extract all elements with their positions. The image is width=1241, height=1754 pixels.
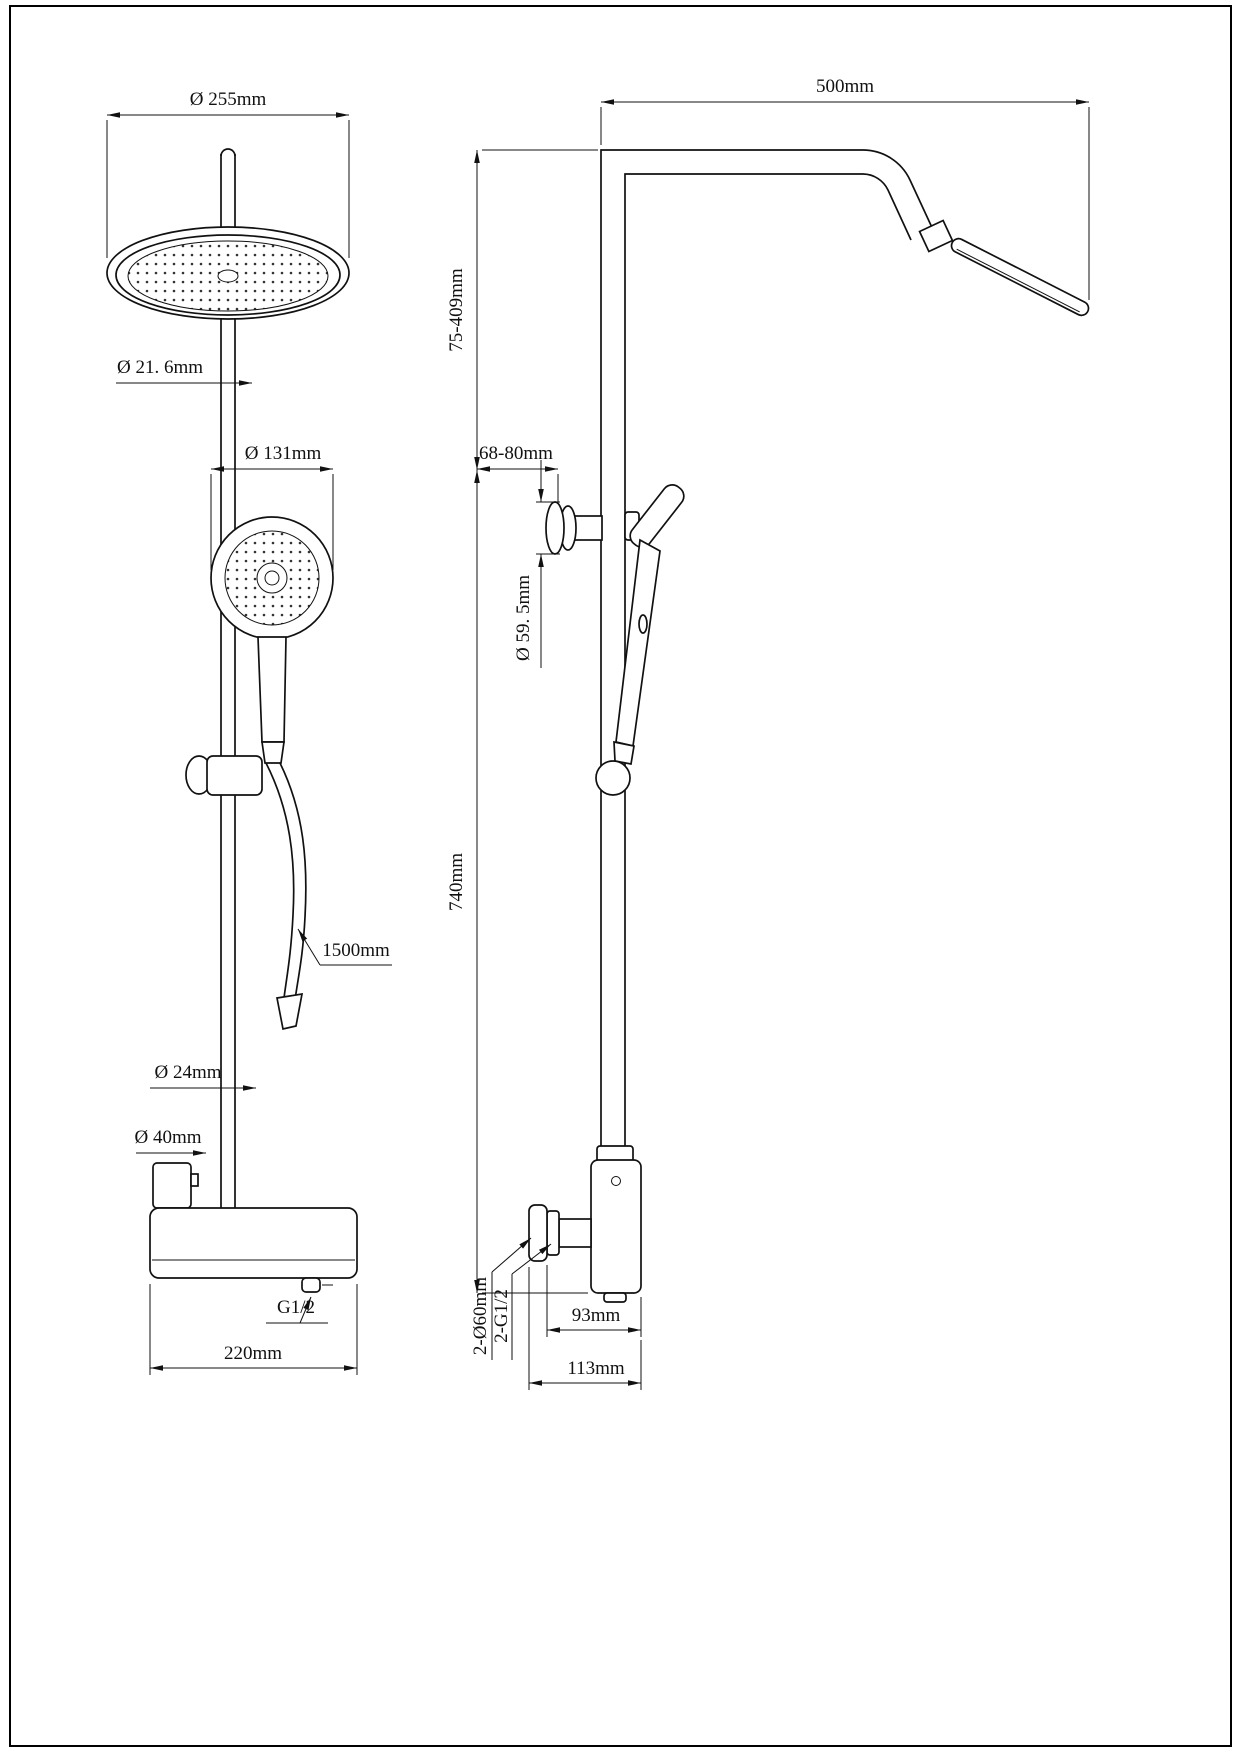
dim-arm-length: 500mm <box>600 76 1090 300</box>
hand-shower-side <box>613 484 685 765</box>
dim-label-hand-shower-diameter: Ø 131mm <box>245 443 322 464</box>
valve-knob-side <box>528 1204 592 1262</box>
side-view: 500mm 75-409mm 740mm 68-80mm <box>446 76 1090 1390</box>
hanger-ring-side <box>595 760 631 796</box>
dim-wall-distance: 68-80mm <box>477 443 559 502</box>
dim-label-pipe-diameter: Ø 21. 6mm <box>117 357 203 378</box>
shower-hose-front <box>265 762 307 1031</box>
dim-hose-length: 1500mm <box>297 928 392 966</box>
column-pipe-side <box>600 149 936 1150</box>
dim-label-bracket-diameter: Ø 59. 5mm <box>513 575 534 661</box>
dim-label-inlet-diameter: 2-Ø60mm <box>470 1277 491 1355</box>
dim-column-length: 740mm <box>446 470 588 1294</box>
dim-inlet-diameter: 2-Ø60mm <box>470 1237 532 1360</box>
wall-bracket-side <box>545 501 603 555</box>
dim-body-width: 220mm <box>149 1284 358 1375</box>
dim-head-height-range: 75-409mm <box>446 149 598 470</box>
dim-pipe-diameter: Ø 21. 6mm <box>116 357 252 386</box>
dim-label-inlet-thread: 2-G1/2 <box>491 1289 512 1343</box>
dim-label-head-diameter: Ø 255mm <box>190 89 267 110</box>
slider-clamp-front <box>185 755 263 796</box>
dim-label-valve-offset: 93mm <box>572 1305 621 1326</box>
dim-label-riser-diameter: Ø 24mm <box>154 1062 221 1083</box>
dim-head-diameter: Ø 255mm <box>106 89 350 258</box>
front-view: Ø 255mm Ø 21. 6mm Ø 131mm <box>106 89 392 1375</box>
dim-label-arm-length: 500mm <box>816 76 874 97</box>
dim-label-body-depth: 113mm <box>567 1358 625 1379</box>
dim-outlet-thread: G1/2 <box>266 1296 328 1324</box>
dim-label-hose-length: 1500mm <box>322 940 390 961</box>
dim-label-body-width: 220mm <box>224 1343 282 1364</box>
dim-hand-shower-diameter: Ø 131mm <box>210 443 334 570</box>
dim-label-outlet-thread: G1/2 <box>277 1297 315 1318</box>
dim-inlet-thread: 2-G1/2 <box>491 1243 552 1360</box>
hand-shower-front <box>210 516 334 764</box>
dim-label-wall-distance: 68-80mm <box>479 443 553 464</box>
overhead-shower-front <box>106 226 350 320</box>
dim-valve-offset: 93mm <box>546 1265 642 1337</box>
dim-label-head-height-range: 75-409mm <box>446 268 467 352</box>
overhead-shower-side <box>918 219 1090 317</box>
dim-body-depth: 113mm <box>528 1267 642 1390</box>
dim-knob-diameter: Ø 40mm <box>134 1127 206 1156</box>
temp-knob-front <box>152 1162 199 1209</box>
dim-bracket-diameter: Ø 59. 5mm <box>513 460 560 668</box>
dim-label-knob-diameter: Ø 40mm <box>134 1127 201 1148</box>
mixer-body-front <box>149 1207 358 1293</box>
dim-riser-diameter: Ø 24mm <box>150 1062 256 1091</box>
dim-label-column-length: 740mm <box>446 853 467 911</box>
mixer-body-side <box>590 1145 642 1303</box>
sheet-border <box>9 5 1232 1747</box>
